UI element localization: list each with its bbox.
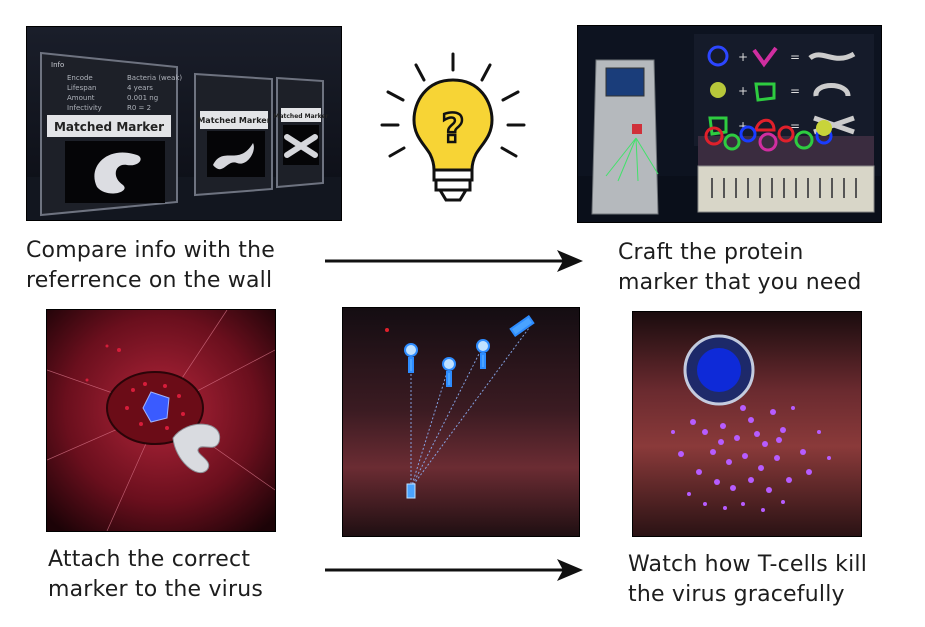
equals-sign: = bbox=[790, 119, 800, 133]
tcells-scene bbox=[343, 308, 579, 536]
step1-caption: Compare info with the referrence on the … bbox=[26, 236, 275, 296]
lightbulb-icon: ? bbox=[380, 52, 526, 202]
caption-line: Compare info with the bbox=[26, 238, 276, 263]
info-row-value: Bacteria (weak) bbox=[127, 74, 182, 82]
step4-caption: Watch how T-cells kill the virus gracefu… bbox=[628, 550, 867, 610]
caption-line: referrence on the wall bbox=[26, 268, 273, 293]
wave-marker-shape bbox=[213, 143, 254, 170]
plus-sign: + bbox=[738, 119, 748, 133]
tcell-group bbox=[404, 315, 535, 387]
board-title-strip bbox=[47, 115, 171, 137]
blue-marker bbox=[142, 391, 170, 423]
info-row-key: Encode bbox=[67, 74, 93, 82]
reference-wall-screenshot: Info Encode Bacteria (weak) Lifespan 4 y… bbox=[27, 27, 341, 220]
caption-line: marker to the virus bbox=[48, 577, 264, 602]
step3-caption: Attach the correct marker to the virus bbox=[48, 545, 263, 605]
info-row-value: 0.001 ng bbox=[127, 94, 158, 102]
info-row-key: Amount bbox=[67, 94, 95, 102]
arrow-right-icon bbox=[325, 559, 583, 581]
attach-scene bbox=[47, 310, 275, 531]
step2-caption: Craft the protein marker that you need bbox=[618, 238, 862, 298]
info-header: Info bbox=[51, 61, 64, 69]
reference-wall-scene: Info Encode Bacteria (weak) Lifespan 4 y… bbox=[27, 27, 341, 220]
caption-line: Attach the correct bbox=[48, 547, 251, 572]
question-mark: ? bbox=[441, 106, 464, 152]
tcells-kill-screenshot bbox=[633, 312, 861, 536]
board-title-2: Matched Marker bbox=[197, 116, 270, 125]
equals-sign: = bbox=[790, 50, 800, 64]
board-title-main: Matched Marker bbox=[54, 120, 164, 134]
info-row-value: 4 years bbox=[127, 84, 153, 92]
tcell-particles bbox=[671, 405, 831, 512]
info-row-value: R0 = 2 bbox=[127, 104, 151, 112]
caption-line: Watch how T-cells kill bbox=[628, 552, 868, 577]
laser-beams bbox=[605, 137, 659, 182]
info-row-key: Lifespan bbox=[67, 84, 96, 92]
plus-sign: + bbox=[738, 84, 748, 98]
attach-marker-screenshot bbox=[47, 310, 275, 531]
crescent-marker-shape bbox=[94, 152, 141, 194]
plus-sign: + bbox=[738, 50, 748, 64]
arrow-right-icon bbox=[325, 250, 583, 272]
caption-line: marker that you need bbox=[618, 270, 862, 295]
crafting-station-screenshot: + = + = + = bbox=[578, 26, 881, 222]
kill-scene bbox=[633, 312, 861, 536]
tcells-approach-screenshot bbox=[343, 308, 579, 536]
crescent-marker-attached bbox=[172, 423, 221, 474]
crafting-scene: + = + = + = bbox=[578, 26, 881, 222]
equals-sign: = bbox=[790, 84, 800, 98]
board-title-3: Matched Marker bbox=[273, 113, 328, 120]
caption-line: Craft the protein bbox=[618, 240, 804, 265]
x-marker-shape bbox=[284, 134, 318, 158]
caption-line: the virus gracefully bbox=[628, 582, 845, 607]
info-row-key: Infectivity bbox=[67, 104, 102, 112]
arcade-machine bbox=[591, 59, 659, 215]
